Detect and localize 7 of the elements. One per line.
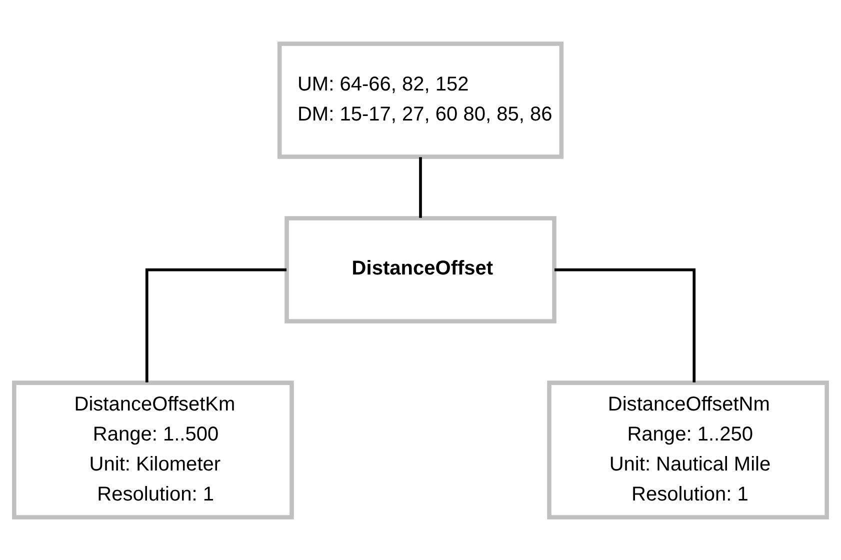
node-box: DistanceOffset — [284, 216, 556, 323]
connector — [554, 268, 696, 382]
connector — [145, 268, 286, 382]
node-box: DistanceOffsetNm Range: 1..250 Unit: Nautical Mile Resolution: 1 — [547, 380, 829, 519]
connector — [419, 156, 422, 218]
node-box: DistanceOffsetKm Range: 1..500 Unit: Kilometer Resolution: 1 — [12, 380, 294, 519]
node-box: UM: 64-66, 82, 152 DM: 15-17, 27, 60 80, 85, 86 — [277, 41, 564, 158]
